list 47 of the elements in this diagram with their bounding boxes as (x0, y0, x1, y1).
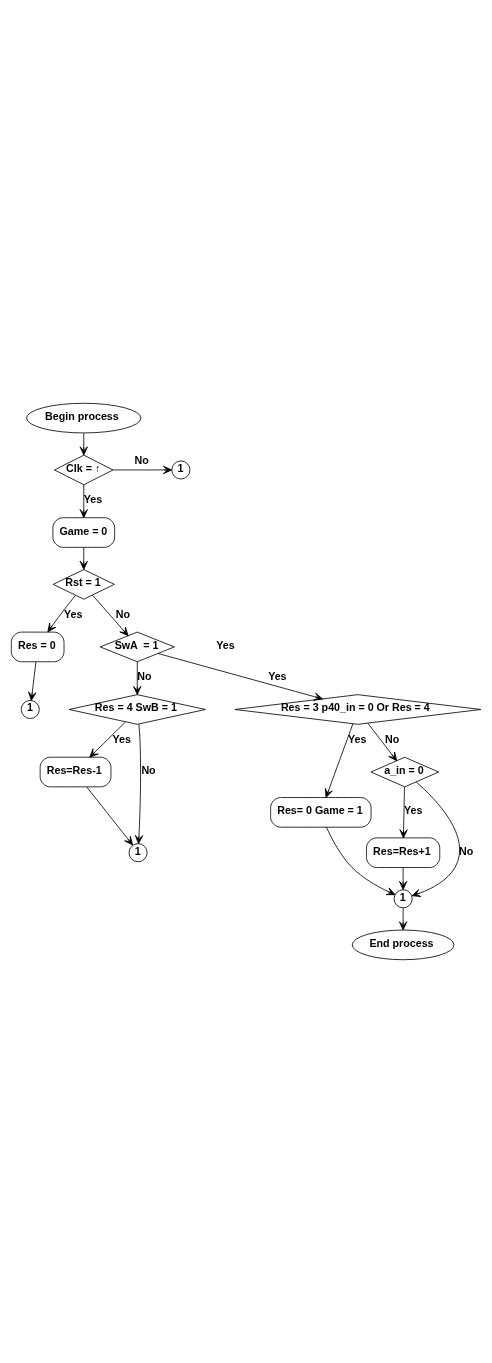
node-diamond: a_in = 0 (370, 756, 439, 788)
edge-label: No (137, 670, 152, 683)
edge-label: Yes (64, 607, 83, 620)
node-circle: 1 (20, 700, 40, 719)
edge-label: Yes (268, 670, 287, 683)
arrow (133, 661, 142, 695)
edge-label: No (134, 453, 149, 466)
node-box: Game = 0 (52, 517, 116, 548)
arrow (134, 723, 144, 845)
node-circle: 1 (171, 460, 191, 480)
label: Yes (216, 638, 235, 651)
arrow (411, 781, 461, 897)
node-ellipse: Begin process (26, 402, 142, 434)
arrow (399, 907, 408, 931)
node-box: Res= 0 Game = 1 (270, 797, 372, 828)
edge-label: Yes (403, 804, 423, 817)
node-box: Res=Res-1 (39, 756, 112, 788)
arrow (324, 723, 354, 798)
edge-label: Yes (83, 493, 103, 506)
edge-label: Yes (347, 732, 367, 745)
arrow (28, 661, 37, 701)
arrow (399, 867, 408, 890)
node-circle: 1 (393, 889, 413, 909)
edge-label: No (115, 607, 131, 620)
arrow (326, 826, 396, 896)
arrow (79, 547, 88, 570)
edge-label: No (385, 732, 400, 745)
node-circle: 1 (128, 843, 148, 863)
arrow (112, 465, 173, 475)
node-diamond: Res = 4 SwB = 1 (68, 694, 206, 725)
arrow (47, 595, 76, 633)
edge-label: No (141, 764, 156, 777)
arrow (367, 722, 398, 762)
node-ellipse: End process (351, 929, 455, 961)
arrow (86, 786, 133, 846)
arrow (89, 721, 126, 758)
arrow (92, 594, 129, 637)
node-box: Res=Res+1 (366, 837, 441, 868)
arrow (399, 786, 408, 839)
node-diamond: Clk = ↑ (54, 454, 114, 486)
arrow (79, 484, 88, 519)
arrow (79, 432, 88, 456)
node-diamond: SwA = 1 (99, 631, 175, 663)
node-box: Res = 0 (10, 631, 65, 663)
arrow (157, 653, 323, 701)
edge-label: Yes (112, 732, 132, 745)
node-diamond: Rst = 1 (52, 569, 115, 600)
